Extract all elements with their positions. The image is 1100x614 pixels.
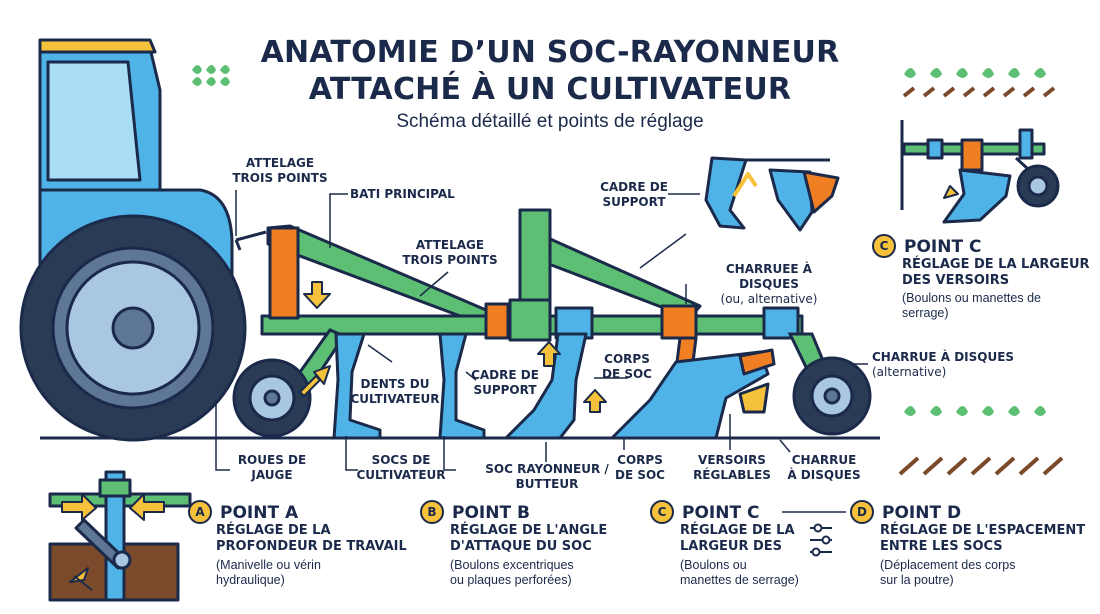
label-soc-rayonneur-butteur: SOC RAYONNEUR /BUTTEUR [485,462,609,491]
tractor [19,38,247,442]
soil-decoration-right-top [902,86,1056,98]
label-charrue-a-disques-right: CHARRUE À DISQUES(alternative) [872,350,1015,379]
title-line-1: ANATOMIE D’UN SOC-RAYONNEUR [260,35,840,70]
point-c-badge: C [650,500,674,524]
leader-lines [215,190,868,471]
leaf-decoration-left [192,65,230,86]
page-subtitle: Schéma détaillé et points de réglage [396,111,704,132]
title-line-2: ATTACHÉ À UN CULTIVATEUR [308,72,792,107]
point-a-badge: A [188,500,212,524]
soil-decoration-right-bottom [898,456,1064,476]
label-charruee-a-disques: CHARRUEE À DISQUES(ou, alternative) [720,262,818,306]
point-b-badge: B [420,500,444,524]
plow-body [610,336,776,440]
cultivator-teeth [332,332,588,440]
adjustment-arrows [299,281,607,413]
leaf-decoration-right-top [904,68,1046,78]
slider-adjust-icon [810,523,832,557]
gauge-wheel [232,328,347,438]
support-frame-detail [704,156,840,232]
label-bati-principal: BATI PRINCIPAL [350,187,455,201]
inset-point-c-illustration [900,120,1060,224]
leaf-decoration-right-bottom [904,406,1046,416]
page-title: ANATOMIE D’UN SOC-RAYONNEUR ATTACHÉ À UN… [230,34,870,108]
inset-point-c-badge: C [872,234,896,258]
rear-wheel [787,332,872,436]
main-frame [234,208,804,342]
point-a-illustration [48,470,192,602]
point-d-badge: D [850,500,874,524]
